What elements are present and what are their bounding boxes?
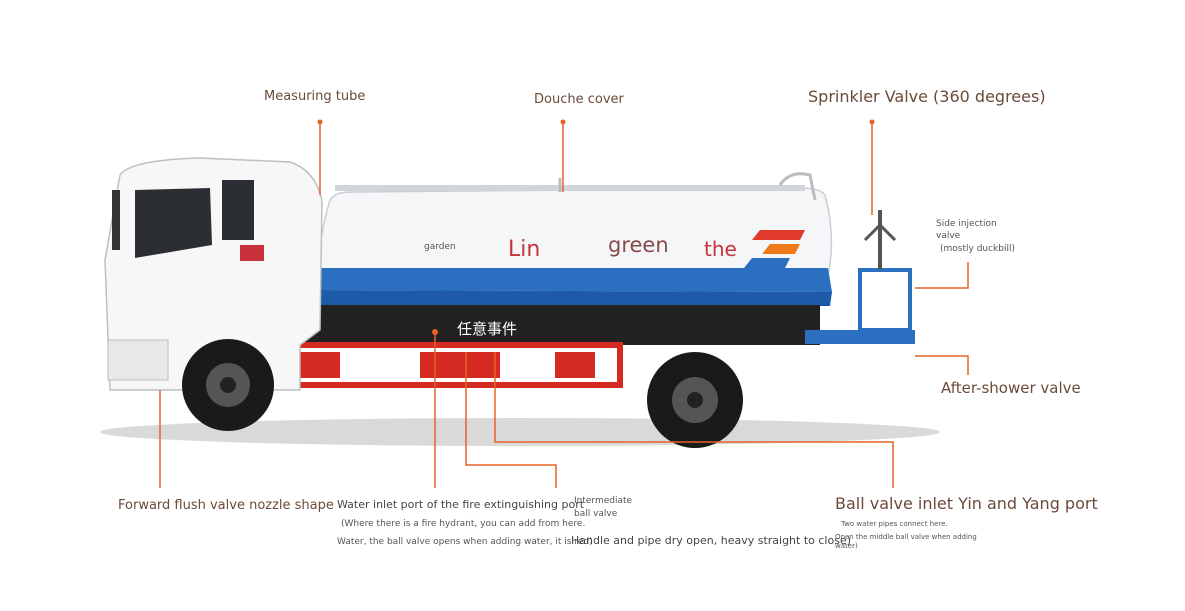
label-douche-cover: Douche cover [534,92,624,107]
truck-cab [104,157,323,391]
front-wheel [182,339,274,431]
label-water-inlet-line2: (Where there is a fire hydrant, you can … [341,519,586,529]
label-water-inlet-title: Water inlet port of the fire extinguishi… [337,498,585,511]
label-measuring-tube: Measuring tube [264,89,366,104]
tank-text-the: the [704,237,737,261]
label-intermediate-1: Intermediate [574,496,633,506]
tank-text-lin: Lin [508,237,541,262]
label-intermediate-2: ball valve [574,509,618,519]
label-after-shower-valve: After-shower valve [941,379,1081,397]
label-side-injection-2: valve [936,231,961,241]
ball-valve-leader [494,352,894,488]
label-ball-note-1: Two water pipes connect here. [841,520,948,528]
tank-text-garden: garden [424,242,456,252]
after-shower-leader [915,355,969,375]
label-forward-flush: Forward flush valve nozzle shape [118,498,334,513]
label-ball-note-3: water) [835,542,858,550]
intermediate-leader [465,352,557,488]
label-ball-note-2: Open the middle ball valve when adding [835,533,977,541]
label-handle-pipe: Handle and pipe dry open, heavy straight… [571,534,852,547]
label-side-injection-1: Side injection [936,219,997,229]
label-sprinkler-valve: Sprinkler Valve (360 degrees) [808,87,1046,106]
water-tank [316,172,833,306]
label-side-injection-3: (mostly duckbill) [940,244,1015,254]
tank-text-green: green [608,233,669,257]
side-injection-leader [915,262,969,289]
chinese-overlay-text: 任意事件 [457,320,518,338]
label-ball-valve-inlet: Ball valve inlet Yin and Yang port [835,494,1098,513]
leader-dots [317,119,875,335]
leader-lines [159,122,969,488]
label-water-inlet-line3: Water, the ball valve opens when adding … [337,537,593,547]
rear-wheel [647,352,743,448]
